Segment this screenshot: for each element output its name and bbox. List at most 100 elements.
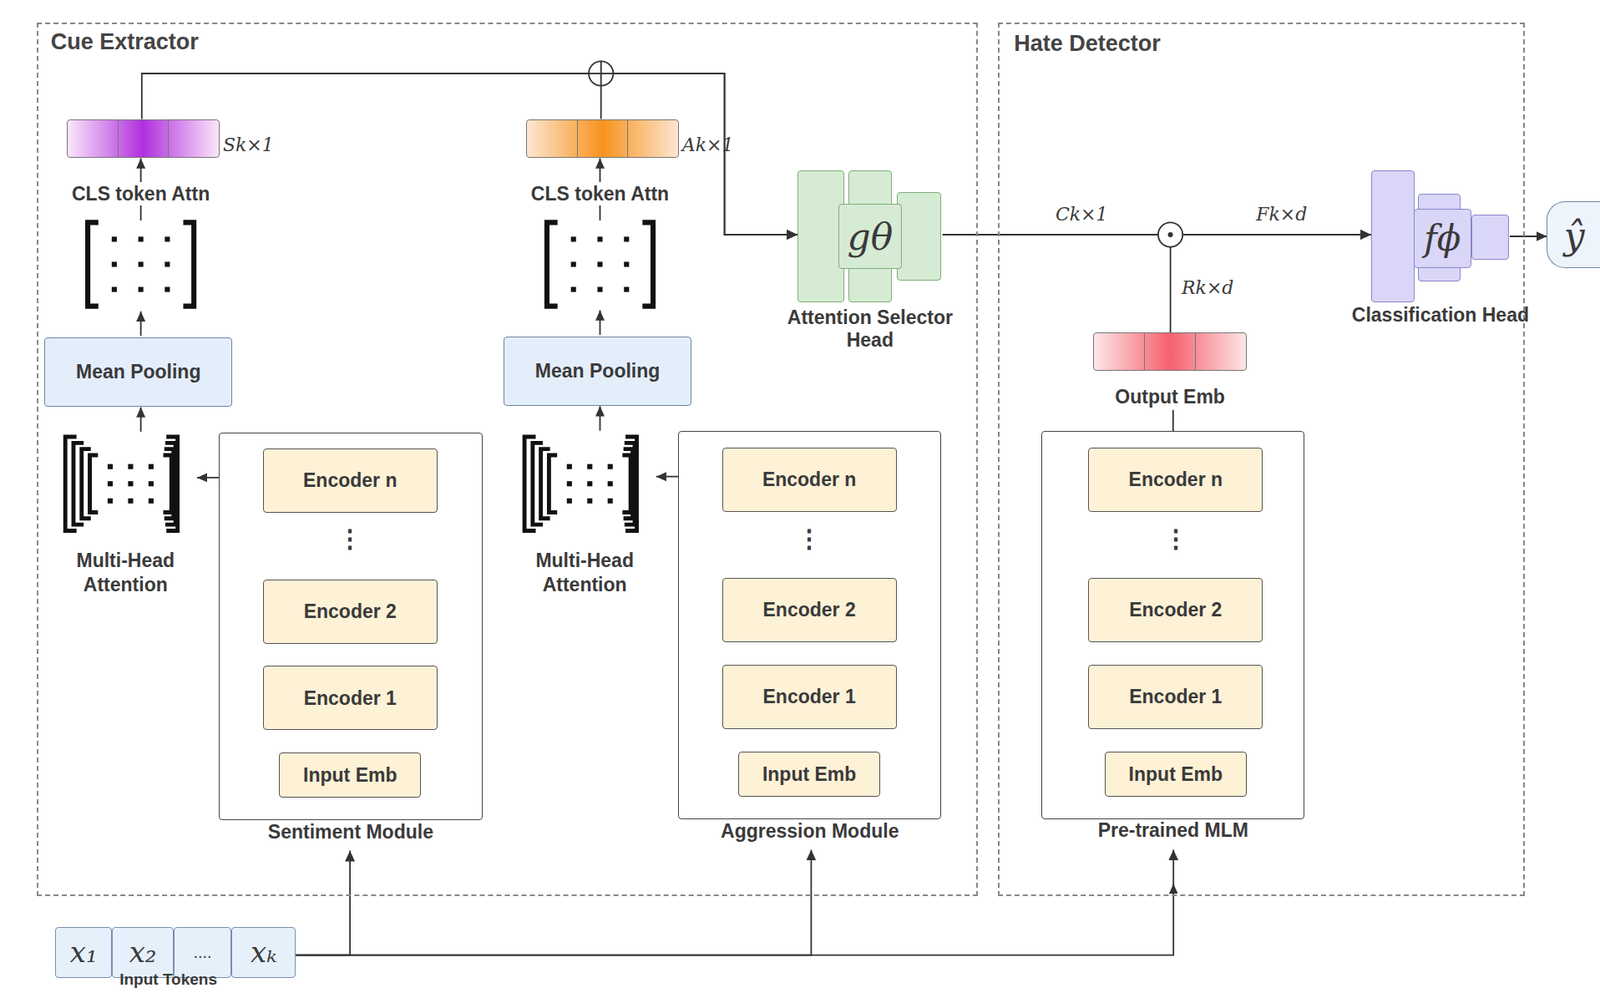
- annotation-label: Ck×1: [1048, 203, 1114, 225]
- diagram-node: Input Emb: [278, 752, 421, 798]
- diagram-node: Encoder 2: [1088, 577, 1263, 643]
- diagram-node: Encoder n: [263, 448, 438, 513]
- node-text: Sentiment Module: [208, 820, 493, 845]
- node-text: Pre-trained MLM: [1031, 818, 1316, 843]
- matrix-stroke: [546, 222, 558, 306]
- node-text: Output Emb: [1053, 384, 1288, 410]
- node-text: Ak×1: [682, 134, 755, 156]
- matrix-stroke: [587, 498, 593, 504]
- annotation-label: CLS token Attn: [497, 182, 702, 207]
- matrix-stroke: [73, 442, 176, 525]
- matrix-stroke: [111, 261, 117, 267]
- matrix-stroke: [541, 449, 633, 519]
- diagram-node: ŷ: [1546, 201, 1600, 269]
- matrix-stroke: [138, 261, 144, 267]
- shape-part: [1093, 332, 1246, 371]
- matrix-stroke: [107, 464, 113, 470]
- matrix-stroke: [607, 464, 613, 470]
- diagram-node: Pre-trained MLMEncoder nEncoder 2Encoder…: [1041, 430, 1305, 850]
- diagram-node: Encoder n: [722, 447, 897, 512]
- connector: [1170, 234, 1372, 333]
- matrix-stroke: [90, 455, 173, 512]
- diagram-node: Encoder 1: [1088, 664, 1263, 730]
- matrix-stroke: [164, 261, 170, 267]
- node-text: Attention Selector Head: [761, 306, 978, 352]
- matrix-stroke: [148, 498, 154, 504]
- annotation-label: CLS token Attn: [38, 182, 243, 207]
- matrix-stroke: [597, 261, 603, 267]
- matrix-stroke: [524, 436, 637, 531]
- shape-part: [1371, 170, 1416, 304]
- matrix-stroke: [163, 455, 173, 512]
- connector: [295, 849, 811, 955]
- matrix-stroke: [623, 261, 629, 267]
- matrix-stroke: [548, 455, 631, 512]
- diagram-node: Sk×1: [66, 119, 220, 158]
- matrix-stroke: [138, 287, 144, 293]
- node-text: xₖ: [231, 926, 296, 978]
- diagram-node: Cue ExtractorSentiment Module Encoder n En…: [36, 22, 978, 897]
- node-text: gθ: [838, 203, 902, 269]
- node-text: Encoder n: [263, 449, 437, 512]
- connector: [1172, 410, 1175, 432]
- sum-operator: [588, 60, 613, 86]
- matrix-stroke: [65, 436, 178, 531]
- diagram-node: fϕClassification Head: [1371, 170, 1510, 304]
- diagram-node: Output Emb: [1093, 332, 1246, 411]
- diagram-node: Mean Pooling: [503, 336, 692, 406]
- diagram-node: Sentiment ModuleEncoder nEncoder 2Encode…: [218, 432, 482, 851]
- node-text: Input Tokens: [40, 970, 296, 989]
- diagram-node: x₁x₂....xₖInput Tokens: [55, 926, 296, 978]
- diagram-node: Aggression ModuleEncoder nEncoder 2Encod…: [678, 430, 942, 850]
- node-text: Sk×1: [222, 134, 295, 156]
- matrix-stroke: [607, 481, 613, 487]
- node-text: Encoder 1: [723, 665, 897, 729]
- node-text: Encoder 1: [263, 666, 437, 730]
- diagram-node: Encoder n: [1088, 447, 1263, 512]
- matrix-stroke: [597, 287, 603, 293]
- annotation-label: ⋮: [796, 523, 821, 553]
- node-text: fϕ: [1413, 208, 1471, 269]
- diagram-node: gθAttention Selector Head: [797, 170, 943, 304]
- diagram-node: Input Emb: [1104, 751, 1247, 797]
- node-text: Encoder 2: [263, 580, 437, 644]
- matrix-stroke: [642, 222, 654, 306]
- node-text: Aggression Module: [668, 819, 952, 844]
- matrix-stroke: [587, 481, 593, 487]
- annotation-label: ⋮: [337, 523, 362, 553]
- node-text: Encoder 1: [1088, 665, 1262, 729]
- connector: [1509, 235, 1548, 238]
- matrix-stroke: [164, 287, 170, 293]
- matrix-stroke: [607, 498, 613, 504]
- shape-part: [797, 170, 845, 304]
- node-text: Input Emb: [739, 752, 880, 796]
- matrix-stroke: [87, 222, 99, 306]
- matrix-stroke: [127, 498, 133, 504]
- matrix-stroke: [111, 236, 117, 242]
- node-text: Encoder 2: [723, 578, 897, 642]
- node-text: Classification Head: [1333, 303, 1549, 327]
- diagram-node: Encoder 1: [263, 665, 438, 730]
- matrix-stroke: [148, 464, 154, 470]
- matrix-stroke: [111, 287, 117, 293]
- diagram-node: Input Emb: [738, 751, 881, 797]
- node-text: Hate Detector: [1013, 30, 1423, 57]
- shape-part: [896, 192, 942, 280]
- annotation-label: Multi-Head Attention: [49, 548, 203, 598]
- diagram-node: Ak×1: [526, 119, 679, 158]
- node-text: Mean Pooling: [45, 338, 232, 406]
- matrix-stroke: [164, 236, 170, 242]
- matrix-stroke: [567, 464, 573, 470]
- diagram-node: Encoder 1: [722, 664, 897, 730]
- node-text: Encoder n: [723, 448, 897, 512]
- matrix-stroke: [127, 481, 133, 487]
- matrix-stroke: [107, 481, 113, 487]
- matrix-stroke: [532, 442, 635, 525]
- matrix-stroke: [571, 287, 577, 293]
- connector: [295, 849, 1174, 955]
- annotation-label: ⋮: [1163, 523, 1188, 553]
- matrix-stroke: [107, 498, 113, 504]
- node-text: Cue Extractor: [50, 29, 460, 56]
- matrix-stroke: [548, 455, 557, 512]
- node-text: ŷ: [1547, 202, 1600, 270]
